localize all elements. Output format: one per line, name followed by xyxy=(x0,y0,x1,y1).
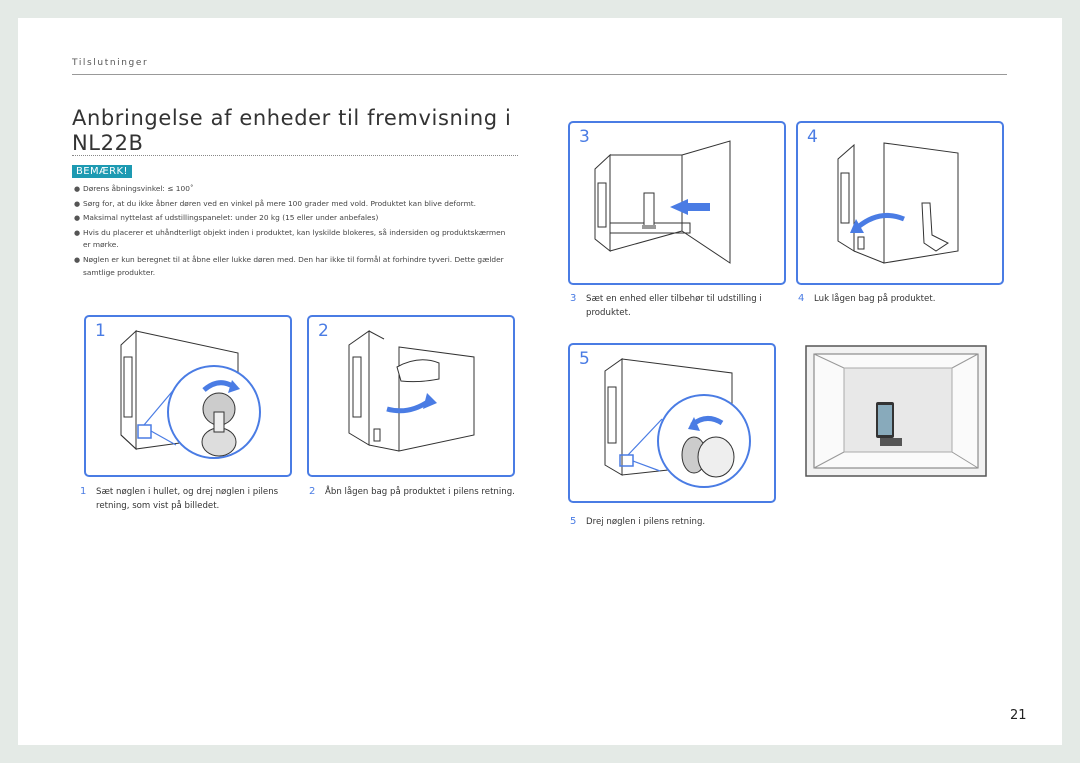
bullet-icon: ● xyxy=(74,199,81,208)
step-3-illustration: 3 xyxy=(568,121,786,285)
header-divider xyxy=(72,74,1007,75)
cabinet-open-door-drawing xyxy=(348,330,475,452)
bullet-icon: ● xyxy=(74,228,81,237)
note-text: Dørens åbningsvinkel: ≤ 100˚ xyxy=(83,184,194,193)
cabinet-close-door-drawing xyxy=(837,142,959,264)
cabinet-insert-device-drawing xyxy=(594,140,731,264)
note-text: Nøglen er kun beregnet til at åbne eller… xyxy=(83,254,504,277)
step-number: 3 xyxy=(579,127,590,147)
display-cabinet-image xyxy=(805,345,987,477)
step-4-caption: 4 Luk lågen bag på produktet. xyxy=(798,292,1004,306)
notes-list: ●Dørens åbningsvinkel: ≤ 100˚ ●Sørg for,… xyxy=(72,183,512,281)
bullet-icon: ● xyxy=(74,214,81,223)
cabinet-lock-close-drawing xyxy=(604,358,751,488)
note-text: Hvis du placerer et uhåndterligt objekt … xyxy=(83,227,506,250)
caption-text: Drej nøglen i pilens retning. xyxy=(586,517,706,527)
caption-text: Åbn lågen bag på produktet i pilens retn… xyxy=(325,487,515,497)
bullet-icon: ● xyxy=(74,185,81,193)
caption-number: 4 xyxy=(798,293,805,304)
caption-number: 5 xyxy=(570,516,577,527)
caption-text: Luk lågen bag på produktet. xyxy=(814,294,936,304)
step-number: 1 xyxy=(95,321,106,341)
note-item: ●Sørg for, at du ikke åbner døren ved en… xyxy=(72,198,512,211)
step-2-illustration: 2 xyxy=(307,315,515,477)
step-4-illustration: 4 xyxy=(796,121,1004,285)
step-number: 4 xyxy=(807,127,818,147)
step-2-caption: 2 Åbn lågen bag på produktet i pilens re… xyxy=(309,485,515,499)
section-header: Tilslutninger xyxy=(72,58,149,68)
note-item: ●Dørens åbningsvinkel: ≤ 100˚ xyxy=(72,183,512,196)
caption-number: 2 xyxy=(309,486,316,497)
step-3-caption: 3 Sæt en enhed eller tilbehør til udstil… xyxy=(570,292,786,320)
caption-number: 1 xyxy=(80,486,87,497)
title-divider xyxy=(72,155,518,156)
note-text: Sørg for, at du ikke åbner døren ved en … xyxy=(83,198,477,208)
caption-text: Sæt en enhed eller tilbehør til udstilli… xyxy=(586,294,762,318)
step-number: 5 xyxy=(579,349,590,369)
page-number: 21 xyxy=(1010,708,1027,723)
caption-text: Sæt nøglen i hullet, og drej nøglen i pi… xyxy=(96,487,279,511)
step-5-illustration: 5 xyxy=(568,343,776,503)
note-item: ●Hvis du placerer et uhåndterligt objekt… xyxy=(72,227,512,252)
page-title: Anbringelse af enheder til fremvisning i… xyxy=(72,106,512,155)
step-5-caption: 5 Drej nøglen i pilens retning. xyxy=(570,515,786,529)
note-badge: BEMÆRK! xyxy=(72,165,132,178)
note-item: ●Nøglen er kun beregnet til at åbne elle… xyxy=(72,254,512,279)
display-cabinet-photo xyxy=(804,344,988,478)
step-1-illustration: 1 xyxy=(84,315,292,477)
note-item: ●Maksimal nyttelast af udstillingspanele… xyxy=(72,212,512,225)
cabinet-lock-drawing xyxy=(120,329,261,459)
step-number: 2 xyxy=(318,321,329,341)
caption-number: 3 xyxy=(570,293,577,304)
step-1-caption: 1 Sæt nøglen i hullet, og drej nøglen i … xyxy=(80,485,300,513)
note-text: Maksimal nyttelast af udstillingspanelet… xyxy=(83,213,379,223)
bullet-icon: ● xyxy=(74,255,81,264)
